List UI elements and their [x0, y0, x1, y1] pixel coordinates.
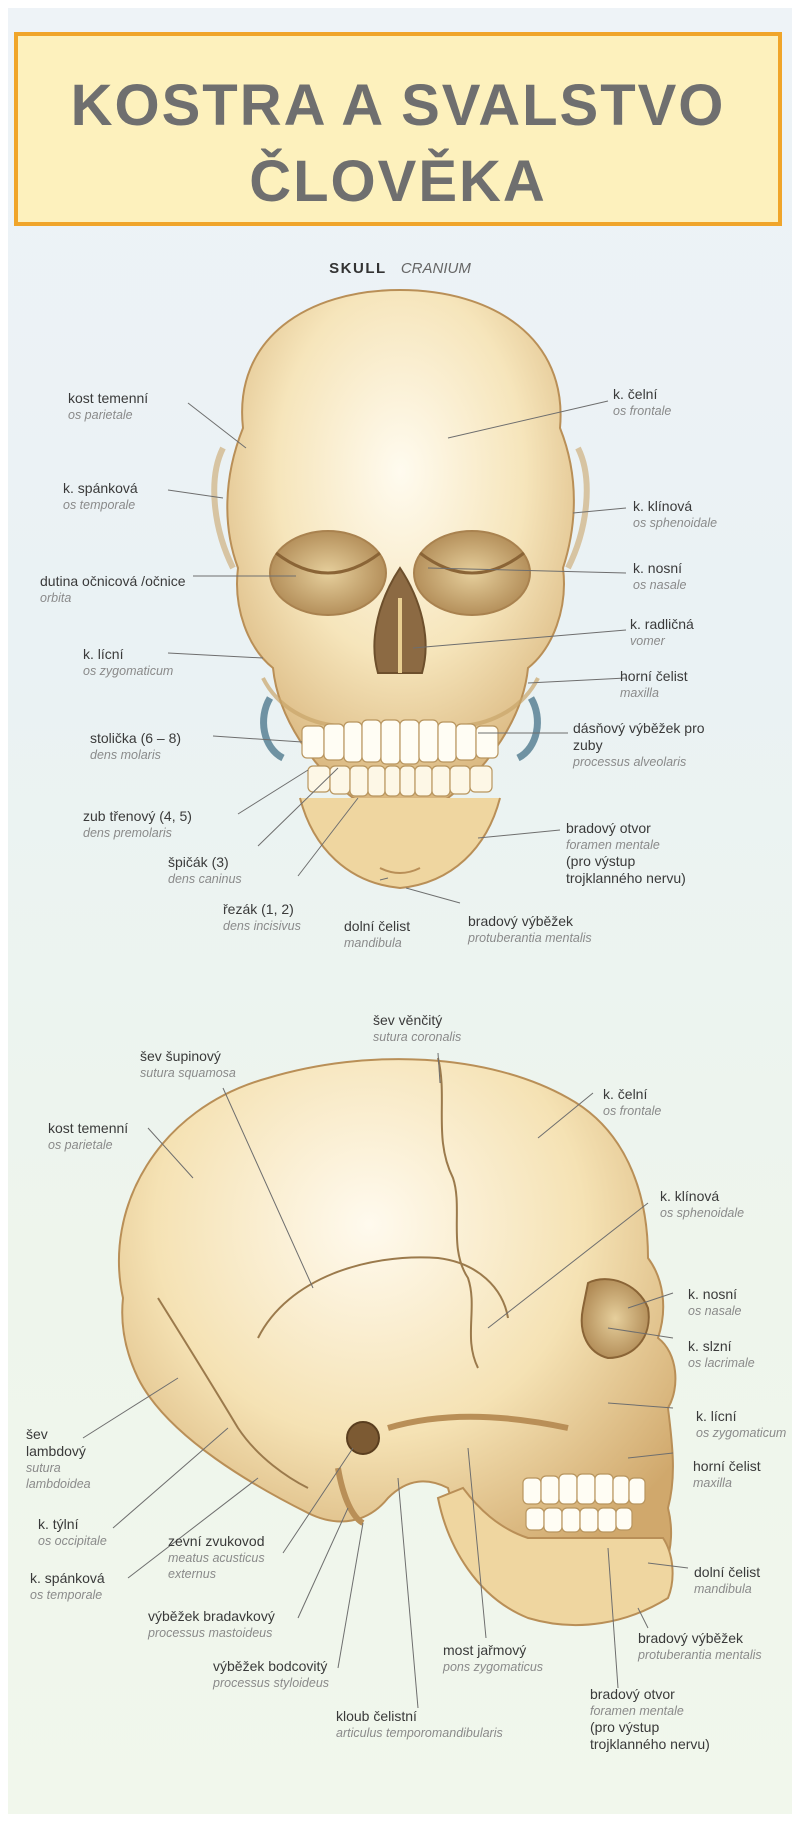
- label-side-styloid: výběžek bodcovitý processus styloideus: [213, 1658, 330, 1690]
- label-side-temporal: k. spánková os temporale: [30, 1570, 105, 1602]
- side-teeth: [522, 1473, 646, 1533]
- zygomatic-arch: [387, 1413, 569, 1431]
- label-side-sphenoid: k. klínová os sphenoidale: [660, 1188, 745, 1220]
- label-front-premolar: zub třenový (4, 5) dens premolaris: [83, 808, 192, 840]
- label-side-coronal-suture: šev věnčitý sutura coronalis: [373, 1012, 462, 1044]
- label-front-temporal: k. spánková os temporale: [63, 480, 138, 512]
- label-front-vomer: k. radličná vomer: [630, 616, 694, 648]
- coronal-suture-line: [437, 1057, 479, 1369]
- label-side-mastoid: výběžek bradavkový processus mastoideus: [148, 1608, 275, 1640]
- label-side-ear-canal: zevní zvukovod meatus acusticus externus: [168, 1533, 265, 1581]
- side-cranium: [118, 1058, 677, 1612]
- ear-canal: [346, 1421, 380, 1455]
- title-box: KOSTRA A SVALSTVO ČLOVĚKA: [14, 32, 782, 226]
- side-leader-lines: [82, 1052, 689, 1709]
- label-front-parietal: kost temenní os parietale: [68, 390, 149, 422]
- title-line-2: ČLOVĚKA: [249, 149, 547, 214]
- label-front-sphenoid: k. klínová os sphenoidale: [633, 498, 718, 530]
- heading-latin: CRANIUM: [400, 260, 471, 277]
- label-side-mental-protuberance: bradový výběžek protuberantia mentalis: [638, 1630, 762, 1662]
- lower-teeth: [307, 765, 493, 797]
- label-front-mental-foramen: bradový otvor foramen mentale (pro výstu…: [566, 820, 686, 886]
- label-side-zygomatic: k. lícní os zygomaticum: [696, 1408, 787, 1440]
- front-skull: [211, 288, 590, 890]
- label-side-mandible: dolní čelist mandibula: [694, 1564, 761, 1596]
- front-leader-lines: [167, 400, 627, 904]
- label-front-molars: stolička (6 – 8) dens molaris: [90, 730, 182, 762]
- label-side-zygomatic-arch: most jařmový pons zygomaticus: [443, 1642, 544, 1674]
- label-side-lacrimal: k. slzní os lacrimale: [688, 1338, 755, 1370]
- front-mandible: [299, 797, 501, 890]
- label-front-canine: špičák (3) dens caninus: [168, 854, 242, 886]
- label-front-incisor: řezák (1, 2) dens incisivus: [223, 901, 301, 933]
- poster: KOSTRA A SVALSTVO ČLOVĚKA SKULL CRANIUM: [8, 8, 792, 1814]
- label-side-maxilla: horní čelist maxilla: [693, 1458, 761, 1490]
- label-front-nasal: k. nosní os nasale: [633, 560, 687, 592]
- label-front-orbit: dutina očnicová /očnice orbita: [40, 573, 186, 605]
- label-side-mental-foramen: bradový otvor foramen mentale (pro výstu…: [590, 1686, 710, 1752]
- label-side-lambdoid: šev lambdový sutura lambdoidea: [26, 1426, 91, 1491]
- label-side-tmj: kloub čelistní articulus temporomandibul…: [336, 1708, 503, 1740]
- lambdoid-suture-line: [157, 1297, 309, 1489]
- label-side-nasal: k. nosní os nasale: [688, 1286, 742, 1318]
- heading-english: SKULL: [329, 260, 387, 277]
- label-side-occipital: k. týlní os occipitale: [38, 1516, 107, 1548]
- label-side-frontal: k. čelní os frontale: [603, 1086, 662, 1118]
- skull-illustrations: [82, 288, 689, 1709]
- side-skull: [118, 1057, 677, 1627]
- squamous-suture-line: [257, 1256, 509, 1339]
- label-front-mandible: dolní čelist mandibula: [344, 918, 411, 950]
- section-heading: SKULL CRANIUM: [8, 260, 792, 277]
- title-line-1: KOSTRA A SVALSTVO: [70, 73, 726, 138]
- label-side-parietal: kost temenní os parietale: [48, 1120, 129, 1152]
- front-cranium: [226, 288, 575, 811]
- label-front-mental-protuberance: bradový výběžek protuberantia mentalis: [468, 913, 592, 945]
- upper-teeth: [301, 719, 499, 765]
- side-orbit: [580, 1278, 650, 1360]
- label-front-alveolar: dásňový výběžek pro zuby processus alveo…: [573, 720, 705, 769]
- label-front-frontal: k. čelní os frontale: [613, 386, 672, 418]
- label-front-maxilla: horní čelist maxilla: [620, 668, 688, 700]
- label-side-squamous-suture: šev šupinový sutura squamosa: [140, 1048, 236, 1080]
- label-front-zygomatic: k. lícní os zygomaticum: [83, 646, 174, 678]
